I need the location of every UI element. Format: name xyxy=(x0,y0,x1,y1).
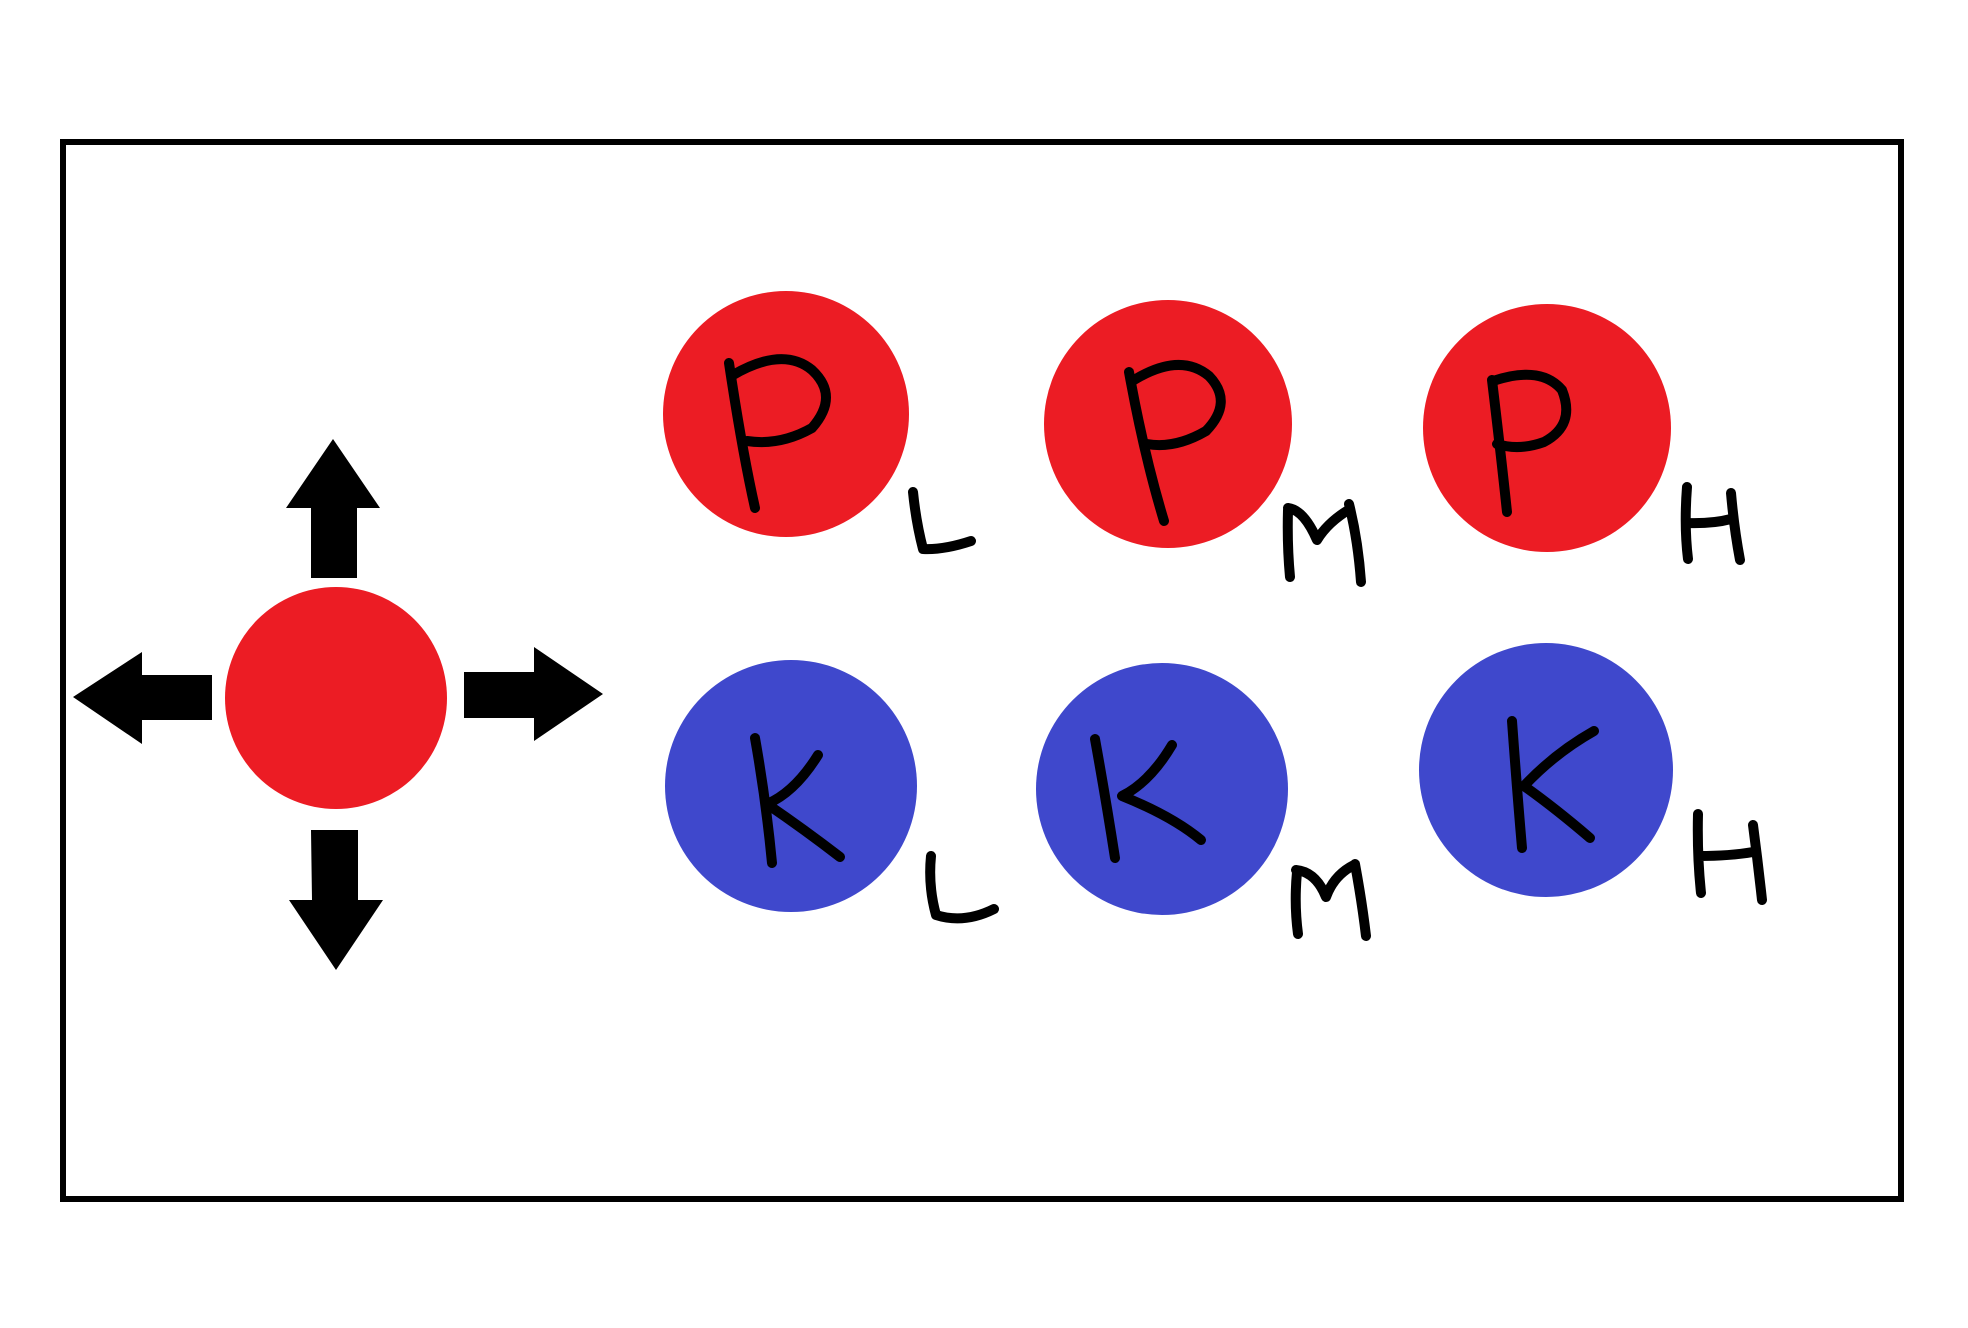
punch-button-heavy-letter xyxy=(1487,369,1572,517)
kick-button-row xyxy=(665,643,1767,941)
kick-button-light xyxy=(665,660,999,924)
kick-button-heavy xyxy=(1419,643,1767,905)
punch-button-heavy xyxy=(1423,304,1745,565)
kick-button-medium-subscript xyxy=(1290,859,1371,941)
punch-button-medium xyxy=(1044,300,1366,587)
kick-button-medium xyxy=(1036,663,1371,941)
arrow-left-icon xyxy=(73,652,212,744)
punch-button-medium-circle xyxy=(1044,300,1292,548)
punch-button-light-subscript xyxy=(908,487,976,555)
arrow-down-icon xyxy=(289,830,383,970)
joystick-ball xyxy=(225,587,447,809)
kick-button-heavy-subscript xyxy=(1692,809,1767,905)
kick-button-light-subscript xyxy=(925,851,999,924)
kick-button-heavy-letter xyxy=(1507,716,1599,853)
punch-button-medium-subscript xyxy=(1282,499,1366,587)
arrow-up-icon xyxy=(286,439,380,578)
arrow-right-icon xyxy=(464,647,603,741)
kick-button-light-letter xyxy=(750,733,845,868)
punch-button-medium-letter xyxy=(1124,360,1226,526)
punch-button-heavy-subscript xyxy=(1680,482,1745,565)
punch-button-light-letter xyxy=(724,354,831,513)
punch-button-row xyxy=(663,291,1745,587)
kick-button-medium-letter xyxy=(1090,734,1206,863)
punch-button-heavy-circle xyxy=(1423,304,1671,552)
punch-button-light-circle xyxy=(663,291,909,537)
kick-button-medium-circle xyxy=(1036,663,1288,915)
punch-button-light xyxy=(663,291,976,555)
joystick xyxy=(73,439,603,970)
